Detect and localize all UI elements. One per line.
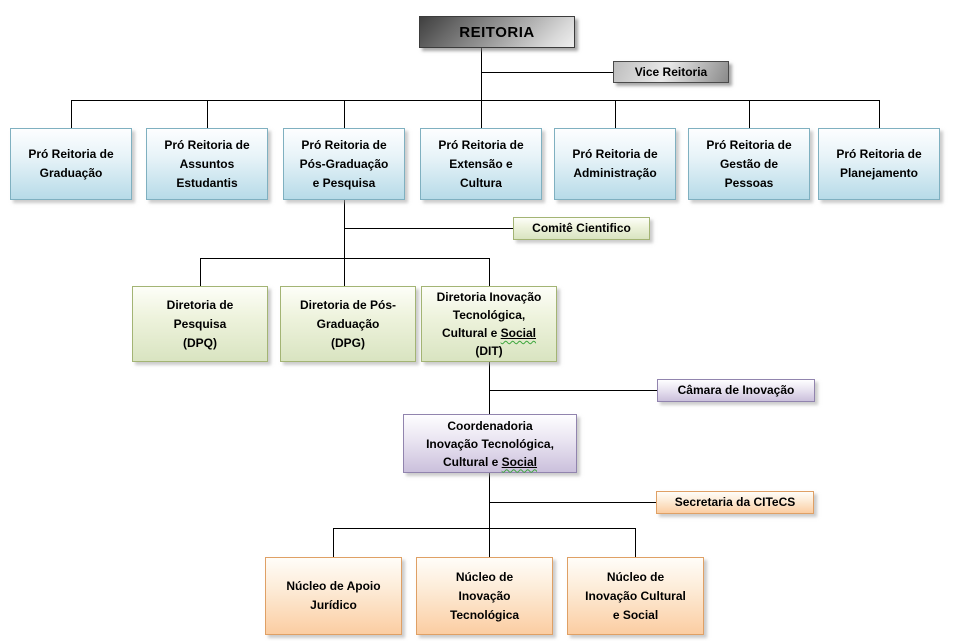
connector-root-to-bus bbox=[481, 48, 482, 128]
dit-label: Diretoria Inovação Tecnológica, Cultural… bbox=[436, 290, 542, 358]
connector-to-vice-reitoria bbox=[481, 72, 613, 73]
org-box-camara-inovacao: Câmara de Inovação bbox=[657, 379, 815, 402]
connector-stub bbox=[207, 100, 208, 128]
org-box-pro-reitoria-pos-graduacao: Pró Reitoria de Pós-Graduação e Pesquisa bbox=[283, 128, 405, 200]
connector-dit-down bbox=[489, 362, 490, 414]
connector-bus-nucleos bbox=[333, 528, 635, 529]
connector-to-comite bbox=[344, 228, 513, 229]
connector-stub bbox=[200, 258, 201, 286]
org-box-pro-reitoria-graduacao: Pró Reitoria de Graduação bbox=[10, 128, 132, 200]
connector-stub bbox=[489, 258, 490, 286]
org-box-pro-reitoria-planejamento: Pró Reitoria de Planejamento bbox=[818, 128, 940, 200]
org-box-coordenadoria-citecs: Coordenadoria Inovação Tecnológica, Cult… bbox=[403, 414, 577, 473]
connector-stub bbox=[635, 528, 636, 557]
connector-stub bbox=[879, 100, 880, 128]
org-box-pro-reitoria-extensao-cultura: Pró Reitoria de Extensão e Cultura bbox=[420, 128, 542, 200]
connector-stub bbox=[71, 100, 72, 128]
org-box-pro-reitoria-administracao: Pró Reitoria de Administração bbox=[554, 128, 676, 200]
org-box-secretaria-citecs: Secretaria da CITeCS bbox=[656, 491, 814, 514]
connector-posgrad-down bbox=[344, 200, 345, 286]
org-box-diretoria-pos-graduacao: Diretoria de Pós- Graduação (DPG) bbox=[280, 286, 416, 362]
org-box-comite-cientifico: Comitê Cientifico bbox=[513, 217, 650, 240]
connector-bus-diretorias bbox=[200, 258, 489, 259]
coordenadoria-label: Coordenadoria Inovação Tecnológica, Cult… bbox=[426, 418, 554, 469]
connector-to-secretaria bbox=[489, 502, 656, 503]
connector-stub bbox=[749, 100, 750, 128]
coordenadoria-label-social: Social bbox=[501, 454, 538, 469]
connector-bus-pro-reitorias bbox=[71, 100, 879, 101]
connector-stub bbox=[615, 100, 616, 128]
org-box-pro-reitoria-gestao-pessoas: Pró Reitoria de Gestão de Pessoas bbox=[688, 128, 810, 200]
org-box-diretoria-inovacao-dit: Diretoria Inovação Tecnológica, Cultural… bbox=[421, 286, 557, 362]
org-box-diretoria-pesquisa: Diretoria de Pesquisa (DPQ) bbox=[132, 286, 268, 362]
org-box-nucleo-inovacao-tecnologica: Núcleo de Inovação Tecnológica bbox=[416, 557, 553, 635]
org-box-pro-reitoria-assuntos-estudantis: Pró Reitoria de Assuntos Estudantis bbox=[146, 128, 268, 200]
org-box-nucleo-inovacao-cultural-social: Núcleo de Inovação Cultural e Social bbox=[567, 557, 704, 635]
dit-label-social: Social bbox=[500, 326, 537, 340]
connector-to-camara bbox=[489, 390, 657, 391]
org-box-nucleo-apoio-juridico: Núcleo de Apoio Jurídico bbox=[265, 557, 402, 635]
org-box-vice-reitoria: Vice Reitoria bbox=[613, 61, 729, 83]
connector-stub bbox=[333, 528, 334, 557]
connector-coordenadoria-down bbox=[489, 473, 490, 557]
org-box-reitoria: REITORIA bbox=[419, 16, 575, 48]
connector-stub bbox=[344, 100, 345, 128]
